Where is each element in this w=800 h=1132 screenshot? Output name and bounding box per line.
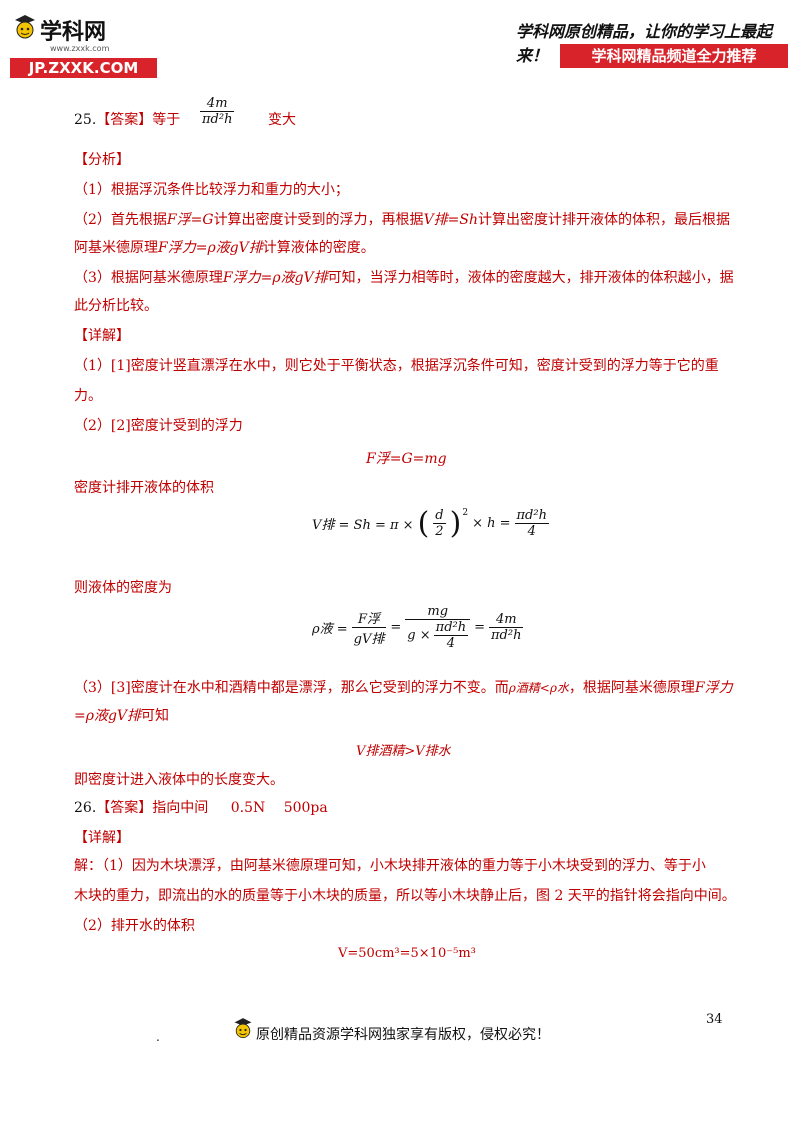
q25-eq2-frac-den: 2 [435,524,444,539]
q25-answer-tag: 【答案】 [96,112,153,128]
q25-a2-line2-post: 计算液体的密度。 [262,240,375,256]
q25-answer-text1: 等于 [152,112,181,128]
q26-number: 26. [74,800,97,816]
q25-a3-post: 可知，当浮力相等时，液体的密度越大，排开液体的体积越小，据 [327,270,734,286]
header-slogan: 学科网原创精品，让你的学习上最起来！ [516,22,773,65]
q25-eq3-f2-num: mg [405,604,471,620]
q25-number: 25. [74,112,97,128]
logo-mascot-icon [12,14,38,44]
q25-analysis-3b: 此分析比较。 [74,298,158,314]
logo-brand: JP.ZXXK.COM [10,58,157,78]
q25-eq4: V排酒精>V排水 [356,744,451,759]
q25-analysis-2: （2）首先根据F浮=G计算出密度计受到的浮力，再根据V排=Sh计算出密度计排开液… [74,210,730,230]
page-number: 34 [706,1012,723,1027]
q25-detail-3b: =ρ液gV排可知 [74,706,169,726]
footer-copyright: 原创精品资源学科网独家享有版权，侵权必究！ [256,1027,550,1043]
q25-frac-num: 4m [200,96,235,112]
q25-a2-formula3: F浮力=ρ液gV排 [158,240,263,256]
logo-title: 学科网 [40,20,107,45]
q25-answer-line: 25.【答案】等于 [74,110,180,130]
q25-eq3-f3-den: πd²h [491,628,522,643]
header-banner: 学科网精品频道全力推荐 [560,44,788,68]
q25-a2-line2-pre: 阿基米德原理 [74,240,158,256]
q25-a2-pre: （2）首先根据 [74,212,167,228]
q25-d3-line2-post: 可知 [141,708,170,724]
q25-eq1: F浮=G=mg [366,451,447,467]
q25-analysis-tag: 【分析】 [74,152,130,168]
q25-d3-pre: （3）[3]密度计在水中和酒精中都是漂浮，那么它受到的浮力不变。而 [74,680,509,696]
q25-eq3-f2-den-den: 4 [446,636,456,651]
q25-eq2-frac2-den: 4 [527,524,536,539]
q25-eq2-frac2-num: πd²h [514,508,549,524]
q25-a3-formula: F浮力=ρ液gV排 [222,270,328,286]
footer-mascot-icon [232,1016,254,1044]
q25-d3-cmp: ρ酒精<ρ水 [508,681,569,695]
q26-answer1: 指向中间 [152,800,209,816]
q26-answer3: 500pa [283,800,328,816]
q25-d3-formula: F浮力 [694,680,733,696]
q25-analysis-1: （1）根据浮沉条件比较浮力和重力的大小； [74,182,349,198]
q26-solution-1a: 解：（1）因为木块漂浮，由阿基米德原理可知，小木块排开液体的重力等于小木块受到的… [74,858,706,874]
logo-url: www.zxxk.com [50,44,110,53]
q25-eq3-f3-num: 4m [489,612,524,628]
q25-detail-1a: （1）[1]密度计竖直漂浮在水中，则它处于平衡状态，根据浮沉条件可知，密度计受到… [74,358,719,374]
q25-eq3-f2-den-pre: g × [407,628,431,643]
footer-dot: . [156,1030,160,1044]
q26-detail-tag: 【详解】 [74,830,130,846]
q25-eq2-lhs: V排 = Sh = π × [312,518,414,533]
q25-analysis-3: （3）根据阿基米德原理F浮力=ρ液gV排可知，当浮力相等时，液体的密度越大，排开… [74,268,734,288]
q25-eq2-rhs: × h = [472,516,511,531]
q26-answer-line: 26.【答案】指向中间 0.5N 500pa [74,798,328,818]
q25-detail-3a: （3）[3]密度计在水中和酒精中都是漂浮，那么它受到的浮力不变。而ρ酒精<ρ水，… [74,678,733,698]
q25-a3-pre: （3）根据阿基米德原理 [74,270,223,286]
q26-solution-2: （2）排开水的体积 [74,918,195,934]
q25-analysis-2b: 阿基米德原理F浮力=ρ液gV排计算液体的密度。 [74,238,375,258]
q25-eq3-lhs: ρ液 = [312,622,348,637]
q26-answer2: 0.5N [230,800,266,816]
q26-eq5: V=50cm³=5×10⁻⁵m³ [338,946,476,961]
q25-eq3-f1-num: F浮 [351,608,387,628]
q25-frac-den: πd²h [202,112,233,127]
q25-detail-1b: 力。 [74,388,102,404]
q25-detail-density: 则液体的密度为 [74,580,172,596]
q25-detail-tag: 【详解】 [74,328,130,344]
q25-d3-post: ，根据阿基米德原理 [568,680,695,696]
q25-conclusion: 即密度计进入液体中的长度变大。 [74,772,284,788]
q25-a2-formula2: V排=Sh [423,212,479,228]
q25-answer-text2: 变大 [268,112,296,128]
q25-eq3-f1-den: gV排 [353,632,385,647]
q25-a2-mid1: 计算出密度计受到的浮力，再根据 [213,212,424,228]
q26-answer-tag: 【答案】 [96,800,153,816]
q25-eq3-f2-den-num: πd²h [433,620,469,636]
q26-solution-1b: 木块的重力，即流出的水的质量等于小木块的质量，所以等小木块静止后，图 2 天平的… [74,888,736,904]
q25-a2-mid2: 计算出密度计排开液体的体积，最后根据 [478,212,731,228]
q25-d3-line2-formula: =ρ液gV排 [74,708,142,724]
q25-detail-2: （2）[2]密度计受到的浮力 [74,418,243,434]
q25-a2-formula1: F浮=G [166,212,214,228]
q25-detail-volume: 密度计排开液体的体积 [74,480,214,496]
q25-eq2-frac-num: d [433,508,446,524]
